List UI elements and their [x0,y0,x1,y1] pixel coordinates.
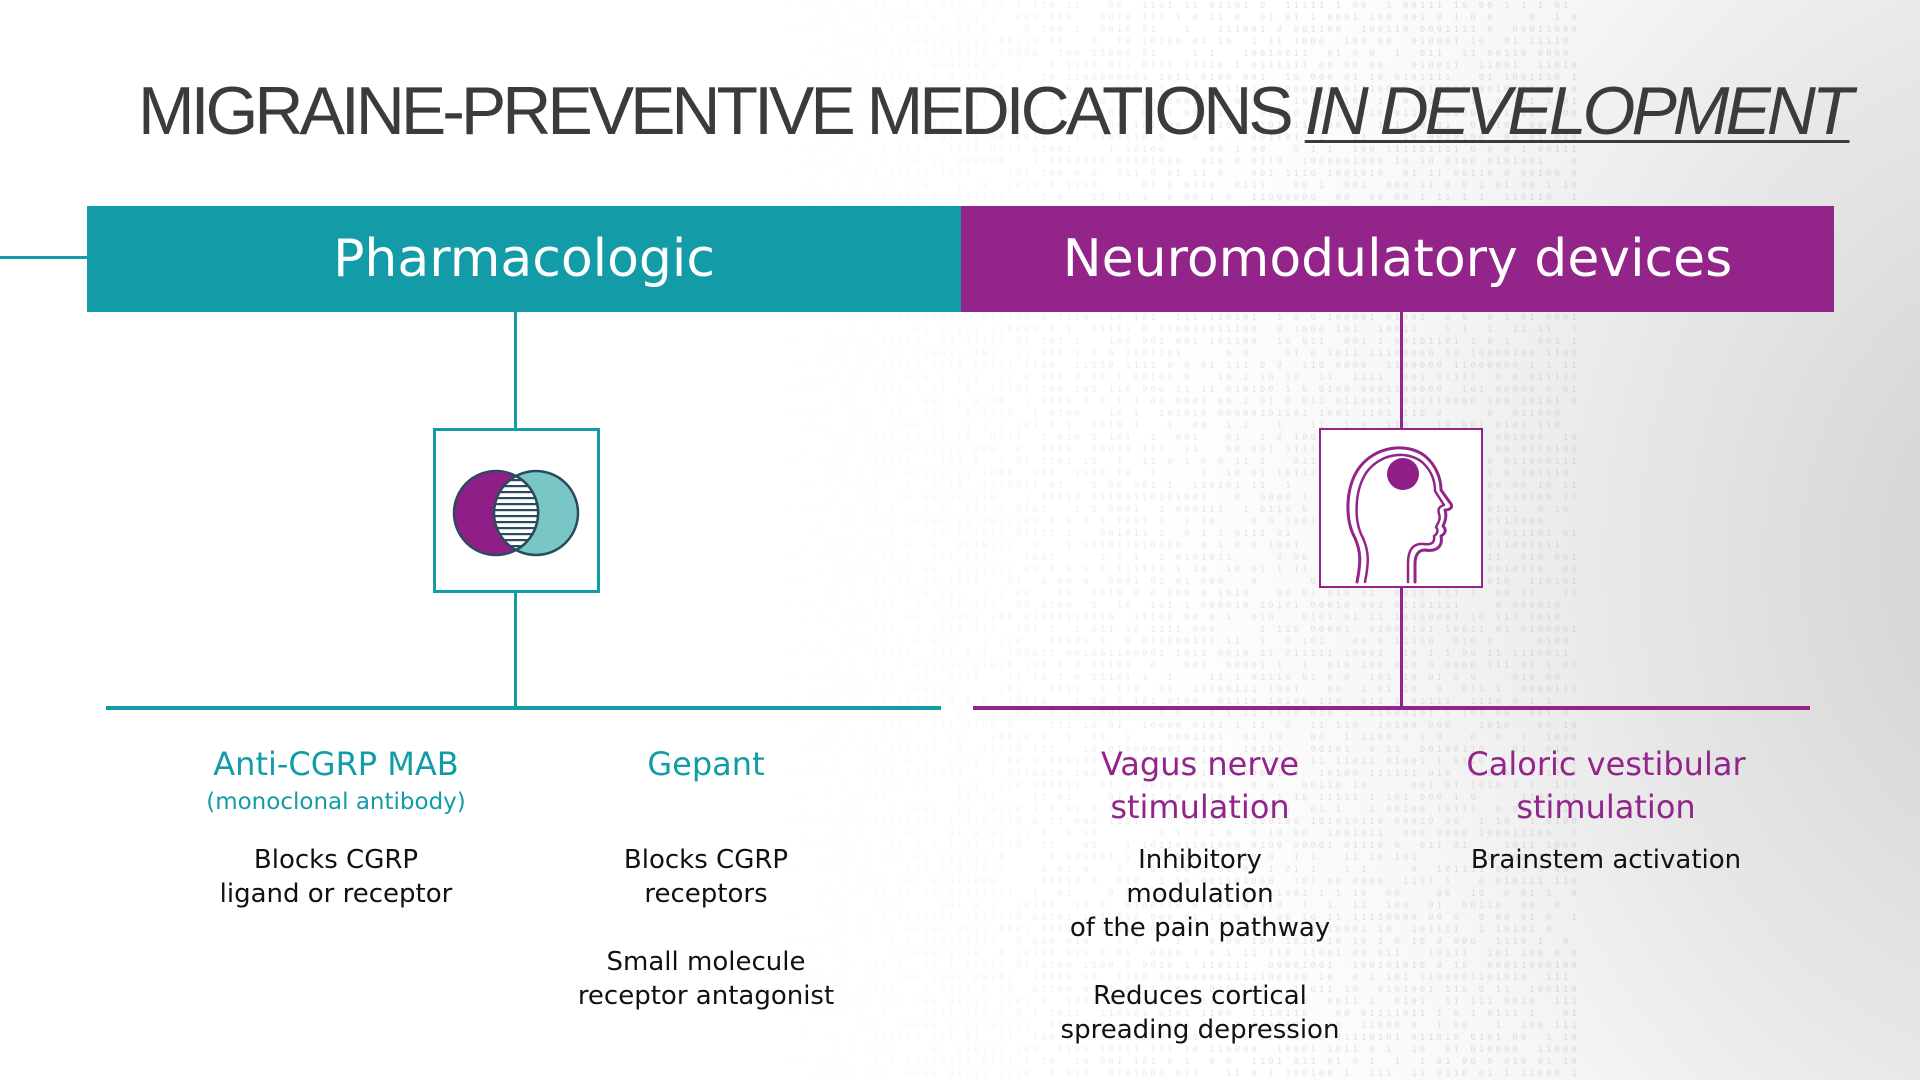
desc-line: Reduces cortical [1093,981,1307,1011]
item-vagus-nerve-stimulation: Vagus nerve stimulation Inhibitory modul… [1040,743,1360,1047]
pharmacologic-icon-box [433,428,600,593]
desc-line: Small molecule [606,947,806,977]
neuromodulatory-branch-line [973,706,1810,710]
item-anti-cgrp-mab: Anti-CGRP MAB (monoclonal antibody) Bloc… [176,743,496,911]
item-description-secondary: Small molecule receptor antagonist [546,945,866,1013]
category-label-neuromodulatory: Neuromodulatory devices [1062,229,1733,289]
category-bar-pharmacologic: Pharmacologic [87,206,961,312]
title-line: Vagus nerve [1100,745,1300,783]
neuromodulatory-icon-box [1319,428,1483,588]
item-title: Caloric vestibular stimulation [1436,743,1776,829]
venn-diagram-icon [452,469,580,557]
desc-line: receptor antagonist [577,981,835,1011]
desc-line: Blocks CGRP [623,845,789,875]
item-description-secondary: Reduces cortical spreading depression [1040,979,1360,1047]
item-title: Gepant [647,745,765,783]
desc-line: of the pain pathway [1069,913,1331,943]
item-subtitle: (monoclonal antibody) [206,789,466,815]
desc-line: ligand or receptor [219,879,453,909]
item-description: Blocks CGRP receptors [546,843,866,911]
desc-line: receptors [644,879,768,909]
item-caloric-vestibular-stimulation: Caloric vestibular stimulation Brainstem… [1436,743,1776,877]
item-description: Brainstem activation [1436,843,1776,877]
title-line: stimulation [1516,788,1696,826]
item-title: Vagus nerve stimulation [1040,743,1360,829]
head-profile-icon [1346,446,1453,584]
desc-line: Brainstem activation [1470,845,1742,875]
desc-line: Blocks CGRP [253,845,419,875]
slide-title: MIGRAINE-PREVENTIVE MEDICATIONS IN DEVEL… [138,72,1854,150]
title-main: MIGRAINE-PREVENTIVE MEDICATIONS [138,73,1294,149]
item-description: Inhibitory modulation of the pain pathwa… [1040,843,1360,945]
left-edge-connector [0,256,87,259]
pharmacologic-branch-line [106,706,941,710]
item-gepant: Gepant Blocks CGRP receptors Small molec… [546,743,866,1013]
item-description: Blocks CGRP ligand or receptor [176,843,496,911]
desc-line: spreading depression [1060,1015,1340,1045]
title-line: Caloric vestibular [1466,745,1746,783]
title-emphasis: IN DEVELOPMENT [1304,73,1854,149]
item-title: Anti-CGRP MAB [213,745,459,783]
category-label-pharmacologic: Pharmacologic [333,229,715,289]
category-bar-neuromodulatory: Neuromodulatory devices [961,206,1834,312]
title-line: stimulation [1110,788,1290,826]
desc-line: modulation [1126,879,1274,909]
desc-line: Inhibitory [1138,845,1262,875]
